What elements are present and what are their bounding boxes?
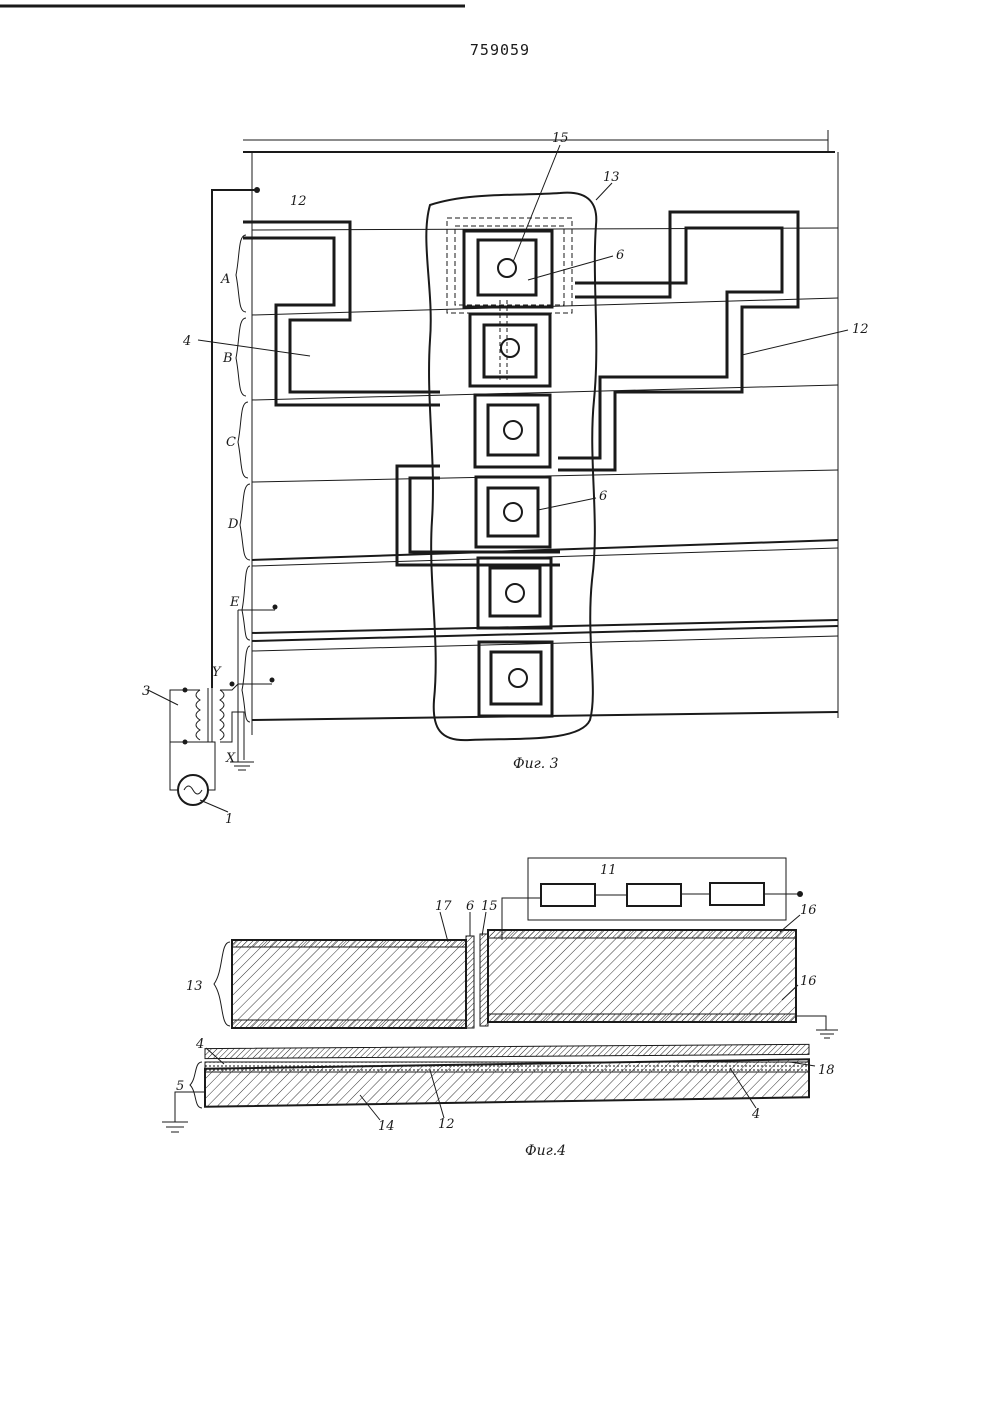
- ref-4-right: 4: [751, 1107, 760, 1122]
- ref-12: 12: [438, 1117, 455, 1132]
- figure-4-caption: Фиг.4: [525, 1143, 566, 1159]
- ref-14: 14: [378, 1119, 395, 1134]
- zone-label-b: B: [222, 351, 233, 366]
- ref-12-top: 12: [290, 194, 307, 209]
- ref-15: 15: [552, 131, 569, 146]
- ref-4: 4: [182, 334, 191, 349]
- ref-17: 17: [435, 899, 452, 914]
- ac-source-symbol: [170, 742, 215, 805]
- ref-13: 13: [603, 170, 620, 185]
- terminal-y: Y: [212, 665, 222, 680]
- sensor-cell: [478, 558, 551, 628]
- probe-slab-right: [488, 930, 796, 1022]
- sensor-cell: [476, 477, 550, 547]
- ref-3: 3: [142, 684, 150, 699]
- ref-5: 5: [176, 1079, 184, 1094]
- ref-1: 1: [225, 812, 233, 827]
- zone-label-c: C: [226, 435, 236, 450]
- zone-label-a: A: [220, 272, 230, 287]
- figure-4: 11 17 6 15 16 16 13 4 5 18 14 12 4 Фиг.4: [162, 858, 838, 1159]
- substrate-layer: [205, 1059, 809, 1106]
- processing-unit-box: [528, 858, 786, 920]
- sensor-cell: [479, 642, 552, 716]
- ref-18: 18: [818, 1063, 835, 1078]
- probe-slab-left: [232, 940, 466, 1028]
- ref-4-left: 4: [195, 1037, 204, 1052]
- sensor-cell: [470, 314, 550, 386]
- transformer-symbol: [170, 682, 244, 761]
- zone-label-e: E: [229, 595, 240, 610]
- ref-13: 13: [186, 979, 203, 994]
- sensor-cell: [475, 395, 550, 467]
- terminal-x: X: [225, 751, 236, 766]
- ref-12-right: 12: [852, 322, 869, 337]
- ref-11: 11: [600, 863, 617, 878]
- ref-6: 6: [466, 899, 474, 914]
- ref-6-a: 6: [616, 248, 624, 263]
- ref-16-side: 16: [800, 974, 817, 989]
- ref-6-b: 6: [599, 489, 607, 504]
- sensor-cell: [464, 231, 552, 307]
- zone-label-d: D: [227, 517, 239, 532]
- figure-3: A B C D E: [142, 130, 869, 827]
- ref-15: 15: [481, 899, 498, 914]
- ref-16-top: 16: [800, 903, 817, 918]
- figure-3-caption: Фиг. 3: [513, 756, 559, 772]
- patent-number: 759059: [470, 41, 530, 59]
